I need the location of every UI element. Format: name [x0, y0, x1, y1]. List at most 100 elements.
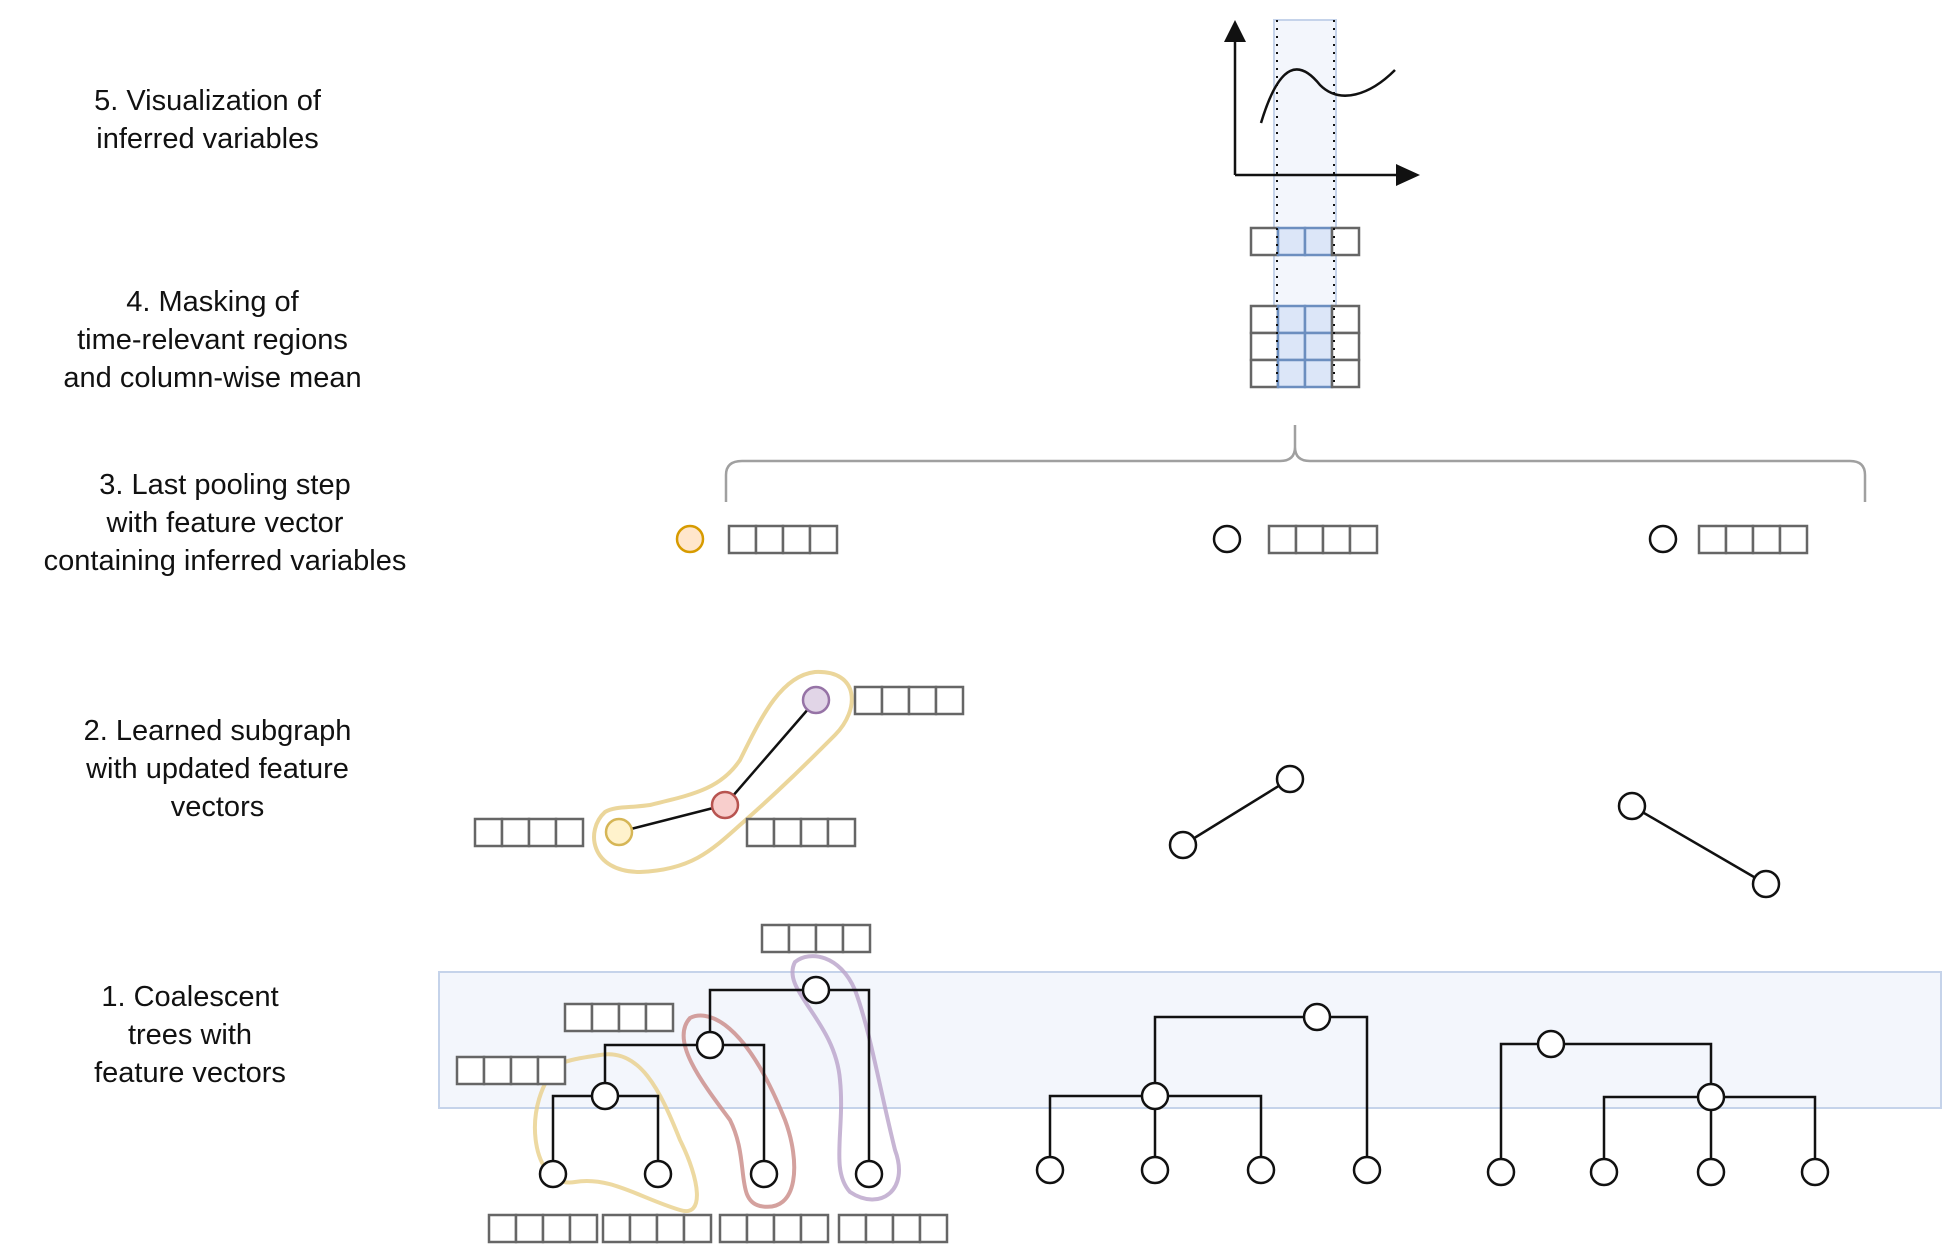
- tree-root-node: [1536, 1029, 1566, 1059]
- feature-vector-pooled-cell: [1267, 524, 1298, 555]
- feature-vector-subgraph-cell: [473, 817, 504, 848]
- feature-vector-subgraph-cell: [880, 685, 911, 716]
- mean-vector-cell: [1303, 226, 1334, 257]
- embedding-matrix-row-cell: [1276, 304, 1307, 335]
- tree-leaf-node: [643, 1159, 673, 1189]
- feature-vector-leaf-cell: [745, 1213, 776, 1244]
- embedding-matrix-row-cell: [1303, 331, 1334, 362]
- embedding-matrix-row-cell: [1249, 358, 1280, 389]
- feature-vector-leaf-cell: [837, 1213, 868, 1244]
- tree1-branch-d: [708, 988, 816, 1045]
- embedding-matrix-row-cell: [1303, 358, 1334, 389]
- feature-vector-node-cell: [509, 1055, 540, 1086]
- tree1-branch-c: [710, 1043, 766, 1174]
- label-step-2: 2. Learned subgraph with updated feature…: [83, 715, 352, 823]
- tree-root-node: [1302, 1002, 1332, 1032]
- feature-vector-subgraph-cell: [799, 817, 830, 848]
- embedding-matrix-row-cell: [1330, 331, 1361, 362]
- feature-vector-node-cell: [482, 1055, 513, 1086]
- grouping-brace: [724, 425, 1867, 502]
- feature-vector-leaf-cell: [568, 1213, 599, 1244]
- tree-root-node: [801, 975, 831, 1005]
- feature-vector-leaf-cell: [799, 1213, 830, 1244]
- x-axis-arrow: [1396, 164, 1420, 186]
- pooled-node: [1648, 524, 1678, 554]
- hull-yellow-subgraph: [592, 669, 854, 875]
- subgraph-node-red: [710, 790, 740, 820]
- feature-vector-pooled-cell: [1724, 524, 1755, 555]
- tree-internal-node: [1140, 1081, 1170, 1111]
- feature-vector-leaf-cell: [682, 1213, 713, 1244]
- tree-leaf-node: [1352, 1155, 1382, 1185]
- tree-leaf-node: [1246, 1155, 1276, 1185]
- feature-vector-subgraph-cell: [934, 685, 965, 716]
- embedding-matrix-row-cell: [1330, 358, 1361, 389]
- feature-vector-subgraph-cell: [500, 817, 531, 848]
- feature-vector-node-cell: [644, 1002, 675, 1033]
- feature-vector-leaf-cell: [864, 1213, 895, 1244]
- tree-internal-node: [590, 1081, 620, 1111]
- feature-vector-leaf-cell: [601, 1213, 632, 1244]
- tree-leaf-node: [1696, 1157, 1726, 1187]
- feature-vector-subgraph-cell: [826, 817, 857, 848]
- feature-vector-leaf-cell: [541, 1213, 572, 1244]
- mean-vector-cell: [1249, 226, 1280, 257]
- mean-vector-cell: [1276, 226, 1307, 257]
- feature-vector-leaf-cell: [655, 1213, 686, 1244]
- embedding-matrix-row-cell: [1276, 358, 1307, 389]
- tree-leaf-node: [1140, 1155, 1170, 1185]
- pooled-node-orange: [675, 524, 705, 554]
- feature-vector-subgraph-cell: [745, 817, 776, 848]
- y-axis-arrow: [1224, 20, 1246, 42]
- tree-leaf-node: [1486, 1157, 1516, 1187]
- tree2-branch-c: [1153, 1015, 1369, 1170]
- feature-vector-leaf-cell: [891, 1213, 922, 1244]
- subgraph-node: [1275, 764, 1305, 794]
- embedding-matrix-row-cell: [1303, 304, 1334, 335]
- feature-vector-node-cell: [455, 1055, 486, 1086]
- tree-internal-node: [1696, 1082, 1726, 1112]
- feature-vector-node-cell: [841, 923, 872, 954]
- subgraph-edge: [618, 803, 726, 834]
- feature-vector-pooled-cell: [781, 524, 812, 555]
- feature-vector-leaf-cell: [487, 1213, 518, 1244]
- embedding-matrix-row-cell: [1330, 304, 1361, 335]
- label-step-5: 5. Visualization of inferred variables: [94, 85, 321, 155]
- tree-internal-node: [695, 1030, 725, 1060]
- feature-vector-pooled-cell: [1697, 524, 1728, 555]
- subgraph-node: [1751, 869, 1781, 899]
- feature-vector-leaf-cell: [718, 1213, 749, 1244]
- subgraph-node: [1617, 791, 1647, 821]
- feature-vector-pooled-cell: [1348, 524, 1379, 555]
- tree-leaf-node: [1589, 1157, 1619, 1187]
- subgraph-edge: [1182, 777, 1291, 847]
- label-step-4: 4. Masking of time-relevant regions and …: [63, 286, 362, 394]
- feature-vector-pooled-cell: [1778, 524, 1809, 555]
- feature-vector-subgraph-cell: [527, 817, 558, 848]
- subgraph-edge: [1631, 804, 1767, 886]
- subgraph-node-purple: [801, 685, 831, 715]
- feature-vector-node-cell: [814, 923, 845, 954]
- feature-vector-node-cell: [617, 1002, 648, 1033]
- feature-vector-node-cell: [536, 1055, 567, 1086]
- feature-vector-leaf-cell: [514, 1213, 545, 1244]
- feature-vector-pooled-cell: [808, 524, 839, 555]
- feature-vector-pooled-cell: [727, 524, 758, 555]
- tree-leaf-node: [854, 1159, 884, 1189]
- tree1-branch-b: [603, 1043, 710, 1096]
- feature-vector-pooled-cell: [1321, 524, 1352, 555]
- tree1-branch-e: [816, 988, 871, 1174]
- tree-leaf-node: [538, 1159, 568, 1189]
- feature-vector-pooled-cell: [754, 524, 785, 555]
- feature-vector-node-cell: [760, 923, 791, 954]
- subgraph-node: [1168, 830, 1198, 860]
- subgraph-node-yellow: [604, 817, 634, 847]
- label-step-1: 1. Coalescent trees with feature vectors: [94, 981, 286, 1089]
- feature-vector-subgraph-cell: [853, 685, 884, 716]
- hull-red-tree: [681, 1013, 797, 1209]
- feature-vector-pooled-cell: [1294, 524, 1325, 555]
- tree-leaf-node: [1800, 1157, 1830, 1187]
- embedding-matrix-row-cell: [1249, 304, 1280, 335]
